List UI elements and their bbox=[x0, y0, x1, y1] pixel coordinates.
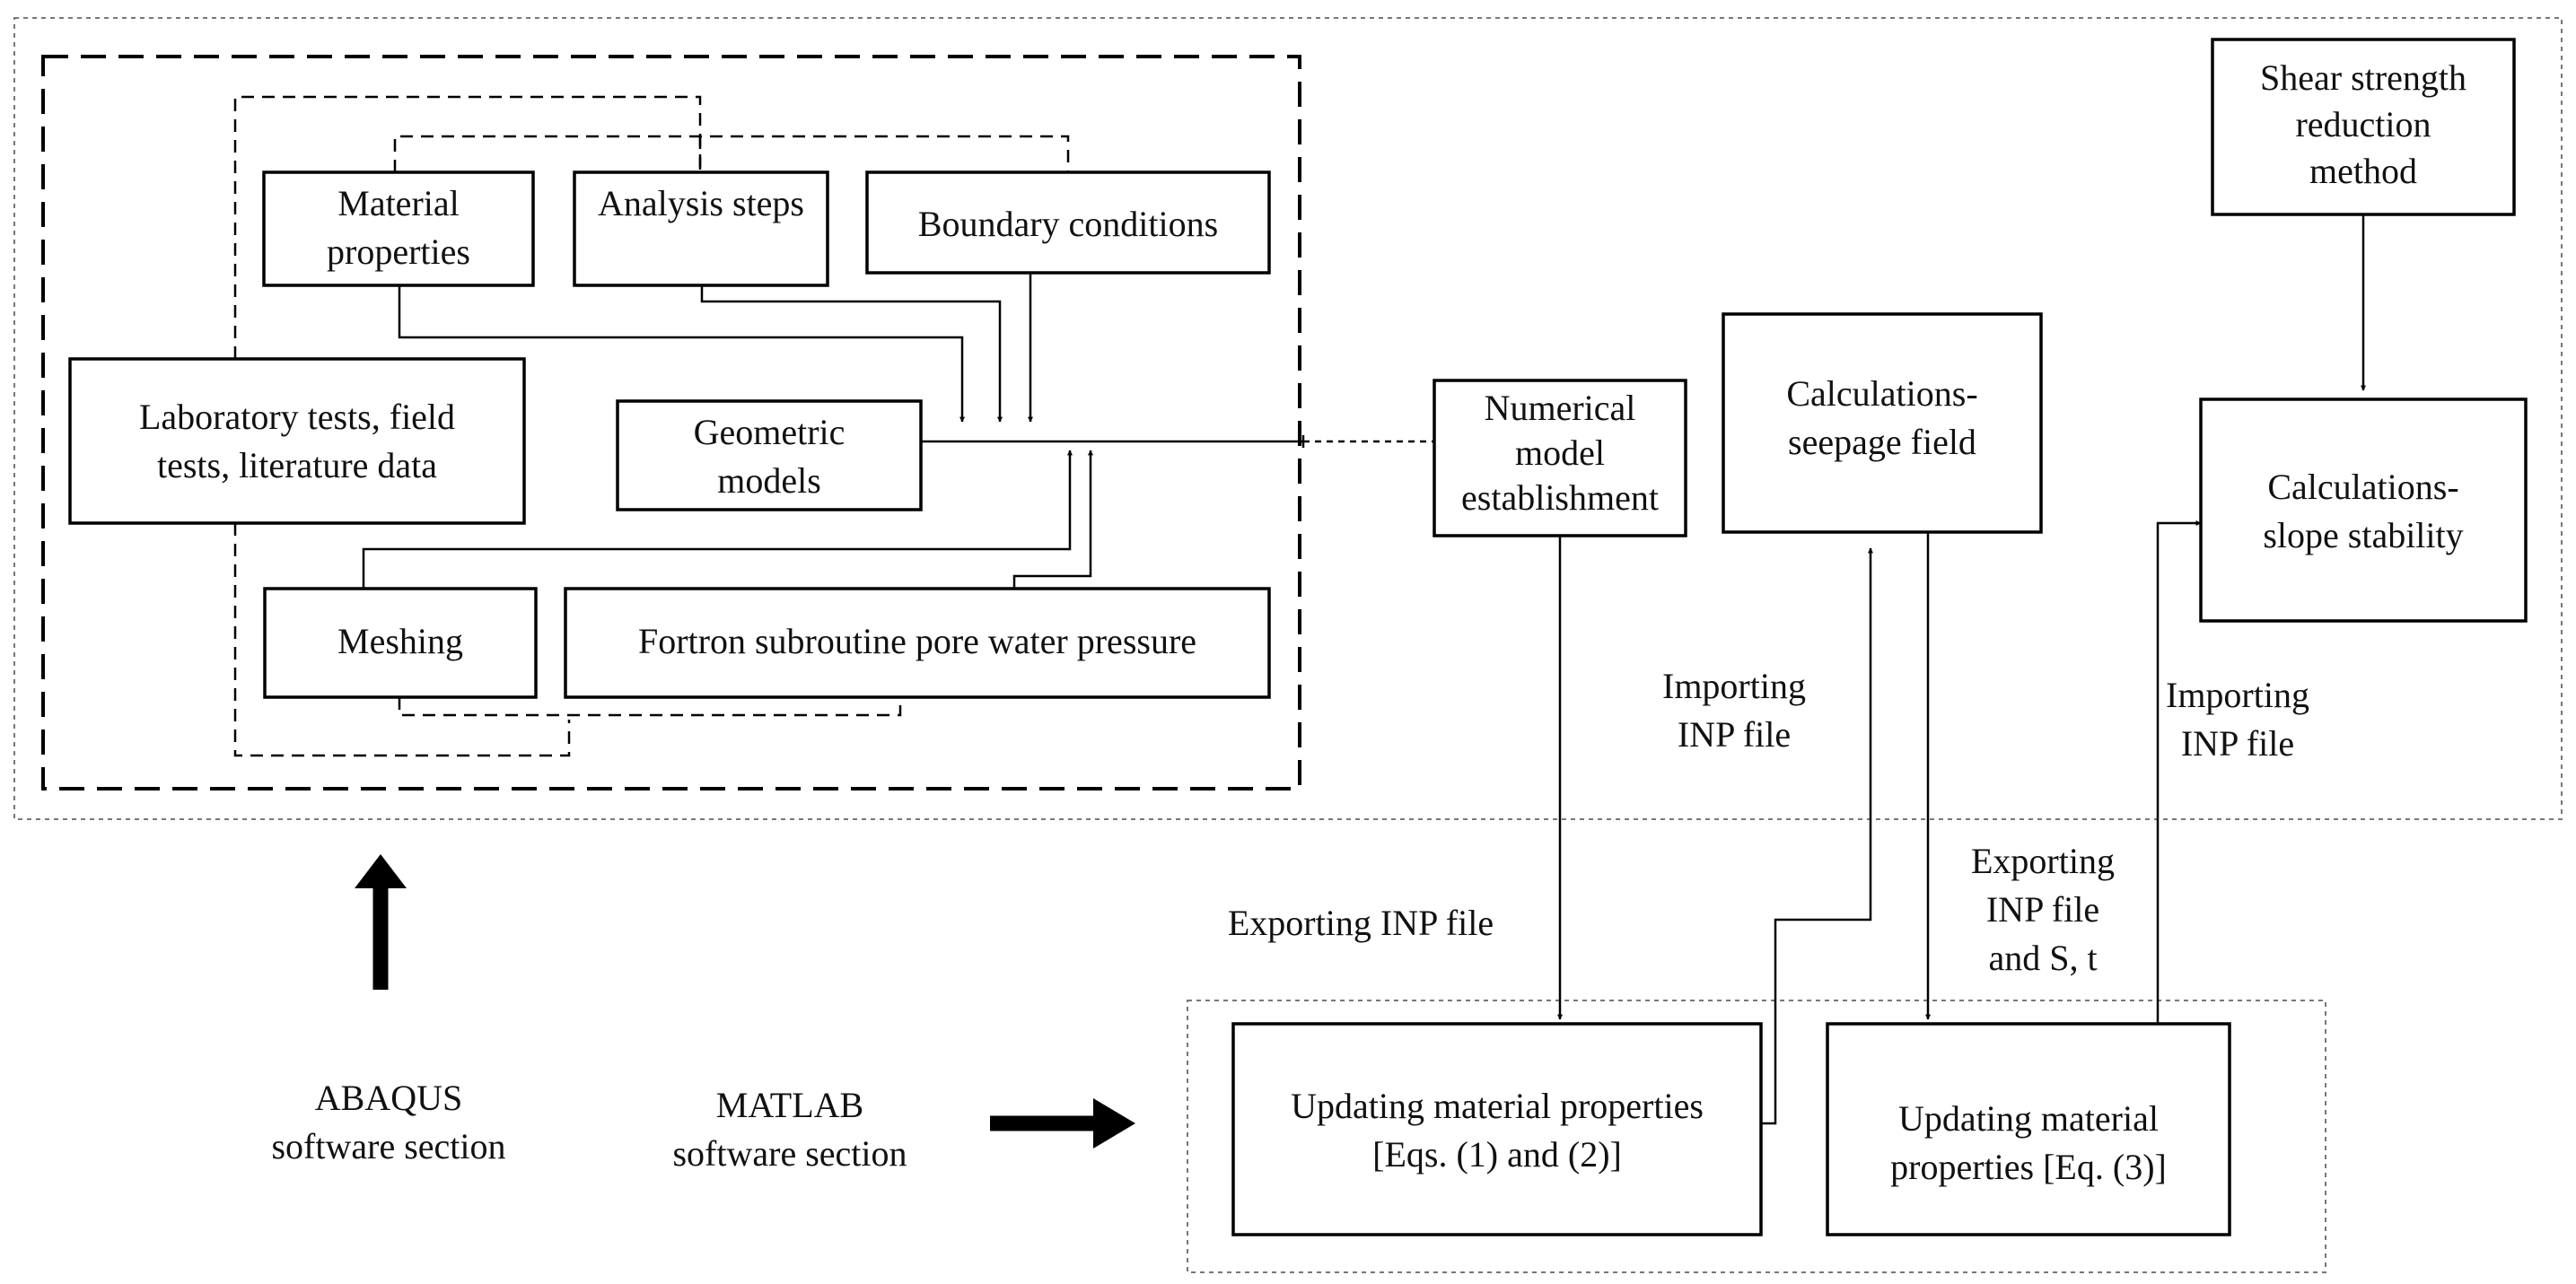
matlab-right-arrow-head bbox=[1093, 1098, 1135, 1149]
box-update-eq12: Updating material properties [Eqs. (1) an… bbox=[1231, 1022, 1763, 1236]
svg-text:Boundary conditions: Boundary conditions bbox=[918, 204, 1218, 244]
box-slope-stability: Calculations-slope stability bbox=[2199, 397, 2528, 623]
shear-strength-line-3: method bbox=[2309, 151, 2417, 191]
section-arrows bbox=[355, 854, 1135, 1149]
box-shear-strength: Shear strength reduction method bbox=[2211, 38, 2516, 216]
shear-strength-line-2: reduction bbox=[2295, 104, 2431, 144]
svg-text:Analysis steps: Analysis steps bbox=[598, 183, 804, 223]
material-properties-line-1: Material bbox=[337, 183, 460, 223]
analysis-steps-line-1: Analysis steps bbox=[598, 183, 804, 223]
numerical-model-line-3: establishment bbox=[1461, 477, 1659, 518]
material-properties-line-2: properties bbox=[327, 231, 470, 272]
label-exporting-inp: Exporting INP file bbox=[1228, 903, 1494, 943]
abaqus-up-arrow-head bbox=[355, 854, 407, 888]
lab-tests-line-1: Laboratory tests, field bbox=[139, 397, 455, 437]
box-material-properties: Material properties bbox=[262, 170, 535, 287]
solid-connectors bbox=[362, 214, 2366, 1125]
update-eq3-line-1: Updating material bbox=[1898, 1098, 2159, 1139]
box-boundary-conditions: Boundary conditions bbox=[865, 170, 1271, 275]
svg-text:Fortron subroutine pore water: Fortron subroutine pore water pressure bbox=[638, 621, 1196, 661]
numerical-model-line-1: Numerical bbox=[1485, 388, 1636, 428]
fortran-subroutine-line-1: Fortron subroutine pore water pressure bbox=[638, 621, 1196, 661]
lab-tests-line-2: tests, literature data bbox=[157, 445, 437, 485]
seepage-field-line-1: Calculations- bbox=[1786, 373, 1977, 414]
seepage-field-line-2: seepage field bbox=[1788, 422, 1976, 462]
svg-text:Updating material properties[E: Updating material properties [Eqs. (1) an… bbox=[1291, 1086, 1704, 1175]
boundary-conditions-line-1: Boundary conditions bbox=[918, 204, 1218, 244]
slope-stability-line-1: Calculations- bbox=[2267, 467, 2458, 507]
box-lab-tests: Laboratory tests, field tests, literature… bbox=[68, 357, 526, 525]
numerical-model-line-2: model bbox=[1515, 432, 1605, 473]
slope-stability-line-2: slope stability bbox=[2263, 515, 2463, 555]
matlab-section-border bbox=[1187, 1000, 2326, 1273]
shear-strength-line-1: Shear strength bbox=[2260, 57, 2466, 98]
meshing-line-1: Meshing bbox=[337, 621, 463, 661]
svg-text:Calculations-slope stability: Calculations-slope stability bbox=[2263, 467, 2463, 555]
dashed-links bbox=[233, 95, 1070, 757]
model-setup-group-border bbox=[41, 55, 1301, 790]
geometric-models-line-1: Geometric bbox=[694, 412, 846, 452]
box-fortran-subroutine: Fortron subroutine pore water pressure bbox=[564, 587, 1271, 699]
update-eq12-line-1: Updating material properties bbox=[1291, 1086, 1704, 1126]
box-seepage-field: Calculations-seepage field bbox=[1722, 312, 2043, 534]
geometric-models-line-2: models bbox=[717, 460, 821, 501]
update-eq12-line-2: [Eqs. (1) and (2)] bbox=[1372, 1134, 1622, 1175]
svg-text:Calculations-seepage field: Calculations-seepage field bbox=[1786, 373, 1977, 462]
box-geometric-models: Geometric models bbox=[616, 399, 923, 511]
svg-text:Meshing: Meshing bbox=[337, 621, 463, 661]
box-meshing: Meshing bbox=[263, 587, 538, 699]
abaqus-section-border bbox=[13, 17, 2563, 820]
box-update-eq3: Updating material properties [Eq. (3)] bbox=[1826, 1022, 2231, 1236]
update-eq3-line-2: properties [Eq. (3)] bbox=[1890, 1147, 2167, 1187]
box-analysis-steps: Analysis steps bbox=[573, 170, 829, 287]
